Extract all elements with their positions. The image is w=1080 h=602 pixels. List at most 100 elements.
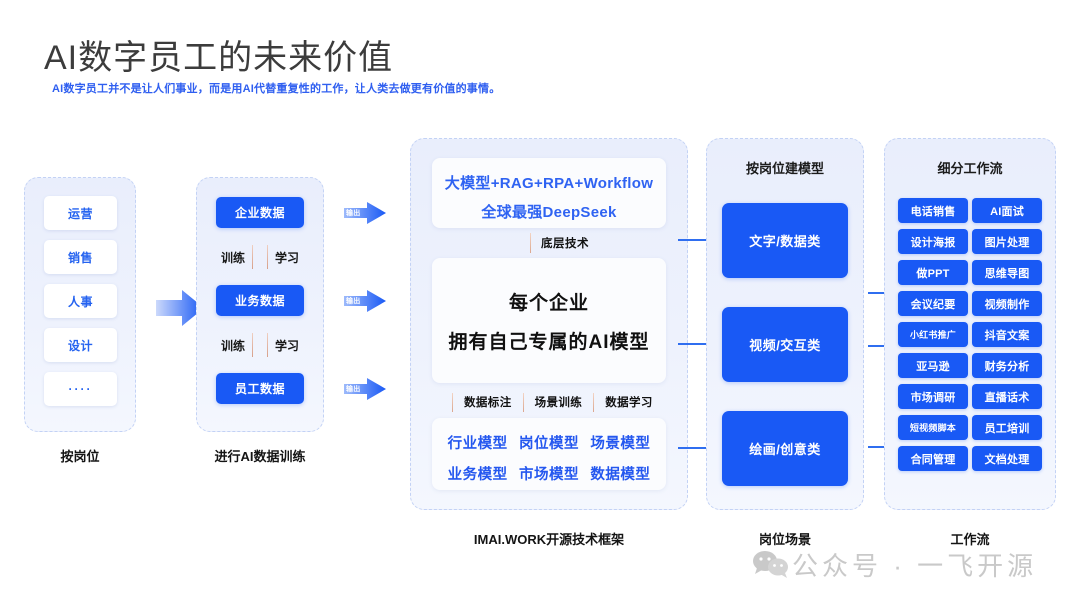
wechat-icon <box>752 549 792 581</box>
connector-bar-left-1 <box>252 245 253 269</box>
model-word-6: 数据模型 <box>590 467 651 483</box>
workflow-tag-r3[interactable]: 思维导图 <box>972 260 1042 285</box>
underlying-tech-bar <box>530 233 531 253</box>
model-type-video-interaction[interactable]: 视频/交互类 <box>722 307 848 382</box>
workflow-tag-r1[interactable]: AI面试 <box>972 198 1042 223</box>
workflow-tag-l6-label: 亚马逊 <box>916 360 950 373</box>
workflow-tag-l6[interactable]: 亚马逊 <box>898 353 968 378</box>
model-types-column-label: 岗位场景 <box>758 532 811 547</box>
learn-label-2: 学习 <box>275 338 300 353</box>
learn-label-1: 学习 <box>275 250 300 265</box>
workflow-tag-r5[interactable]: 抖音文案 <box>972 322 1042 347</box>
underlying-tech-connector: 底层技术 <box>530 230 589 256</box>
arrow-shaft <box>678 447 716 449</box>
train-label-2: 训练 <box>220 338 245 353</box>
output-arrow-3: 输出 <box>344 376 386 402</box>
training-block-1-label: 企业数据 <box>234 206 285 220</box>
role-chip-4[interactable]: 设计 <box>44 328 117 362</box>
workflow-tag-l4[interactable]: 会议纪要 <box>898 291 968 316</box>
step-bar-1 <box>452 392 453 412</box>
tech-line-2: 全球最强DeepSeek <box>481 204 617 221</box>
training-column-label: 进行AI数据训练 <box>214 449 306 464</box>
connector-bar-right-1 <box>267 245 268 269</box>
role-chip-5-label: ···· <box>68 382 93 396</box>
workflow-tag-r3-label: 思维导图 <box>984 267 1030 280</box>
core-line-2: 拥有自己专属的AI模型 <box>448 332 650 353</box>
model-word-2: 岗位模型 <box>518 436 579 452</box>
workflow-tag-l9[interactable]: 合同管理 <box>898 446 968 471</box>
workflow-tag-l5[interactable]: 小红书推广 <box>898 322 968 347</box>
model-type-2-label: 视频/交互类 <box>749 338 821 353</box>
role-chip-2[interactable]: 销售 <box>44 240 117 274</box>
workflow-tag-r2[interactable]: 图片处理 <box>972 229 1042 254</box>
workflow-tag-r8[interactable]: 员工培训 <box>972 415 1042 440</box>
workflow-tag-r6[interactable]: 财务分析 <box>972 353 1042 378</box>
arrow-shaft <box>868 446 890 448</box>
tech-line-1: 大模型+RAG+RPA+Workflow <box>444 175 654 192</box>
workflows-column-label: 工作流 <box>950 532 990 547</box>
workflow-tag-l1-label: 电话销售 <box>910 205 956 218</box>
workflow-tag-l4-label: 会议纪要 <box>910 298 956 311</box>
training-block-enterprise-data[interactable]: 企业数据 <box>216 197 304 228</box>
underlying-tech-label: 底层技术 <box>541 238 589 250</box>
step-bar-3 <box>593 392 595 412</box>
watermark: 公众号 · 一飞开源 <box>752 546 1037 583</box>
model-type-1-label: 文字/数据类 <box>749 234 821 249</box>
model-type-text-data[interactable]: 文字/数据类 <box>722 203 848 278</box>
workflow-tag-l5-label: 小红书推广 <box>909 330 956 340</box>
workflow-tag-l9-label: 合同管理 <box>910 453 956 466</box>
workflow-tag-l2[interactable]: 设计海报 <box>898 229 968 254</box>
page-title: AI数字员工的未来价值 <box>44 39 394 77</box>
workflow-tag-r2-label: 图片处理 <box>984 236 1030 249</box>
model-types-heading: 按岗位建模型 <box>745 161 824 176</box>
model-word-1: 行业模型 <box>447 436 508 452</box>
workflow-tag-r1-label: AI面试 <box>990 205 1024 218</box>
workflow-tag-l8[interactable]: 短视频脚本 <box>898 415 968 440</box>
pipeline-steps: 数据标注 场景训练 数据学习 <box>452 390 664 414</box>
role-chip-2-label: 销售 <box>67 250 93 265</box>
training-block-2-label: 业务数据 <box>234 294 285 308</box>
model-type-3-label: 绘画/创意类 <box>749 442 821 457</box>
model-word-4: 业务模型 <box>447 467 508 483</box>
workflow-tag-l1[interactable]: 电话销售 <box>898 198 968 223</box>
workflow-tag-l2-label: 设计海报 <box>910 236 956 249</box>
connector-bar-left-2 <box>252 333 253 357</box>
workflow-tag-r6-label: 财务分析 <box>984 360 1030 373</box>
connector-bar-right-2 <box>267 333 268 357</box>
workflow-tag-r9[interactable]: 文档处理 <box>972 446 1042 471</box>
workflow-tag-r4[interactable]: 视频制作 <box>972 291 1042 316</box>
workflow-tag-l3[interactable]: 做PPT <box>898 260 968 285</box>
model-types-card: 行业模型 岗位模型 场景模型 业务模型 市场模型 数据模型 <box>432 418 666 490</box>
page-subtitle: AI数字员工并不是让人们事业，而是用AI代替重复性的工作，让人类去做更有价值的事… <box>52 83 501 95</box>
step-label-2: 场景训练 <box>534 397 583 409</box>
role-chip-5[interactable]: ···· <box>44 372 117 406</box>
tech-stack-card: 大模型+RAG+RPA+Workflow 全球最强DeepSeek <box>432 158 666 228</box>
workflow-tag-r7[interactable]: 直播话术 <box>972 384 1042 409</box>
training-block-business-data[interactable]: 业务数据 <box>216 285 304 316</box>
workflow-tag-l8-label: 短视频脚本 <box>909 423 956 433</box>
workflow-tag-r9-label: 文档处理 <box>984 453 1030 466</box>
arrow-shaft <box>868 292 890 294</box>
workflows-heading: 细分工作流 <box>937 161 1003 176</box>
role-chip-3[interactable]: 人事 <box>44 284 117 318</box>
role-chip-1[interactable]: 运营 <box>44 196 117 230</box>
workflow-tag-l7-label: 市场调研 <box>910 391 956 404</box>
role-chip-4-label: 设计 <box>67 338 93 353</box>
arrow-shaft <box>678 343 716 345</box>
workflow-tag-l7[interactable]: 市场调研 <box>898 384 968 409</box>
output-arrow-3-label: 输出 <box>346 386 361 393</box>
arrow-shaft <box>678 239 716 241</box>
step-label-3: 数据学习 <box>605 397 653 409</box>
train-learn-connector-2: 训练 学习 <box>212 330 308 360</box>
core-line-1: 每个企业 <box>508 293 589 314</box>
training-block-employee-data[interactable]: 员工数据 <box>216 373 304 404</box>
training-block-3-label: 员工数据 <box>234 382 285 396</box>
core-statement-card: 每个企业 拥有自己专属的AI模型 <box>432 258 666 383</box>
model-word-3: 场景模型 <box>590 436 651 452</box>
model-word-5: 市场模型 <box>518 467 579 483</box>
model-type-drawing-creative[interactable]: 绘画/创意类 <box>722 411 848 486</box>
workflow-tag-r4-label: 视频制作 <box>984 298 1030 311</box>
step-bar-2 <box>522 392 524 412</box>
output-arrow-2-label: 输出 <box>346 298 361 305</box>
roles-column-label: 按岗位 <box>60 449 100 464</box>
